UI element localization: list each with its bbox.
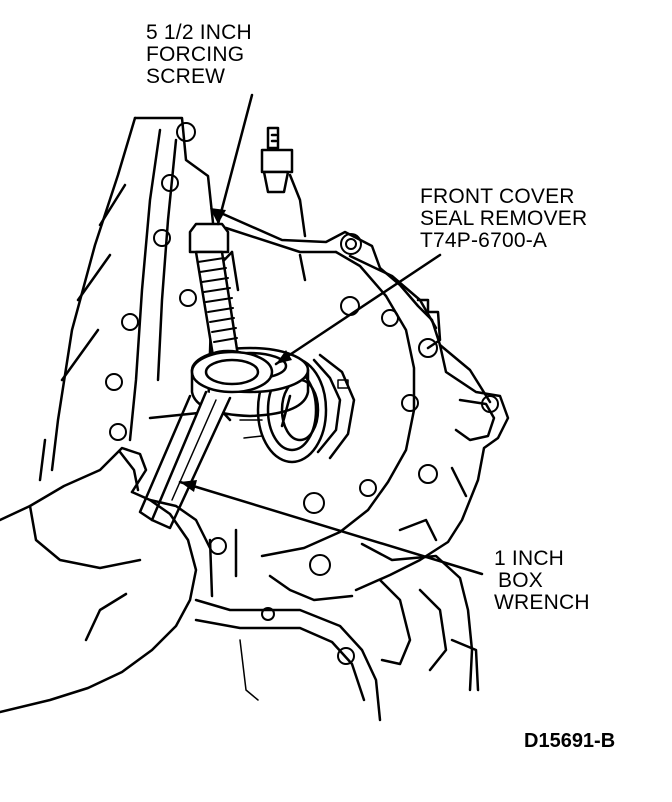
- bolt-head: [261, 607, 275, 621]
- bolt-head: [209, 537, 227, 555]
- box-wrench: [138, 350, 274, 530]
- bolt-head: [303, 492, 325, 514]
- bolt-head: [176, 122, 196, 142]
- label-line: SCREW: [146, 65, 226, 88]
- label-line: 5 1/2 INCH: [146, 21, 252, 44]
- shaft-key: [337, 379, 349, 389]
- bolt-head: [481, 395, 499, 413]
- leader-lines: [178, 93, 484, 576]
- bolt-head: [309, 554, 331, 576]
- bolt-head: [340, 233, 362, 255]
- bolt-head: [359, 479, 377, 497]
- arrowhead: [180, 480, 197, 492]
- bolt-head: [161, 174, 179, 192]
- hand: [0, 446, 212, 714]
- bolt-head: [179, 289, 197, 307]
- box-wrench-label: 1 INCH BOX WRENCH: [494, 548, 590, 614]
- bolt-head: [418, 464, 438, 484]
- label-line: BOX: [498, 569, 543, 592]
- lower-housing: [194, 528, 480, 722]
- bolt-head: [153, 229, 171, 247]
- block-bolts: [105, 122, 197, 441]
- bolt-head: [105, 373, 123, 391]
- bolt-head: [418, 338, 438, 358]
- label-line: 1 INCH: [494, 547, 565, 570]
- bolt-head: [381, 309, 399, 327]
- label-line: FORCING: [146, 43, 245, 66]
- label-line: SEAL REMOVER: [420, 207, 588, 230]
- cover-bolts: [209, 233, 499, 665]
- bolt-head: [340, 296, 360, 316]
- seal-remover-label: FRONT COVER SEAL REMOVER T74P-6700-A: [420, 186, 587, 252]
- bolt-head: [109, 423, 127, 441]
- bolt-head: [121, 313, 139, 331]
- forcing-screw-leader: [216, 93, 254, 226]
- bolt-head: [337, 647, 355, 665]
- arrowhead: [276, 350, 292, 364]
- bolt-head: [345, 238, 357, 250]
- crankshaft-seal-area: [239, 353, 356, 464]
- forcing-screw-label: 5 1/2 INCH FORCING SCREW: [146, 22, 252, 88]
- top-stud: [260, 126, 307, 238]
- figure-id: D15691-B: [524, 730, 616, 752]
- arrowhead: [210, 208, 226, 224]
- box-wrench-leader: [178, 480, 484, 576]
- seal-remover-leader: [274, 253, 442, 366]
- label-line: FRONT COVER: [420, 185, 575, 208]
- label-line: WRENCH: [494, 591, 590, 614]
- label-line: T74P-6700-A: [420, 229, 548, 252]
- bolt-head: [401, 394, 419, 412]
- front-cover-housing: [212, 208, 510, 592]
